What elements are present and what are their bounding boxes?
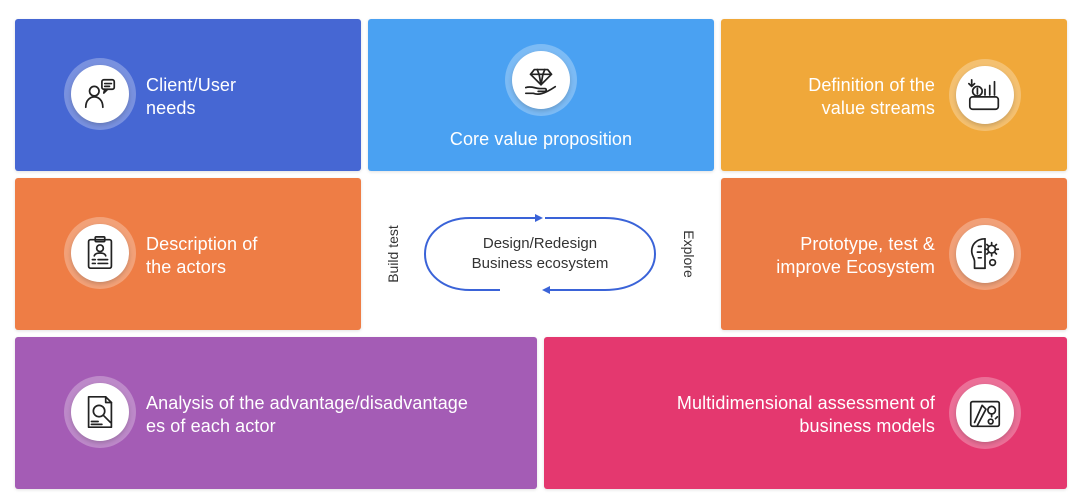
icon-badge	[64, 58, 136, 130]
tile-core-value-proposition: Core value proposition	[368, 19, 714, 171]
tile-label: Client/User needs	[146, 75, 237, 118]
tile-multidimensional-assessment: Multidimensional assessment of business …	[544, 337, 1067, 489]
build-test-label: Build test	[385, 225, 401, 283]
tile-label: Core value proposition	[449, 129, 633, 149]
explore-label: Explore	[681, 230, 697, 278]
document-magnifier-icon	[87, 395, 113, 429]
diamond-hand-icon	[524, 68, 557, 95]
icon-badge	[949, 59, 1021, 131]
tile-label: Multidimensional assessment of business …	[676, 393, 935, 436]
icon-badge	[949, 377, 1021, 449]
gear-head-icon	[970, 237, 1000, 270]
client-user-icon	[84, 78, 116, 109]
icon-badge	[64, 376, 136, 448]
tile-label: Description of the actors	[146, 234, 258, 277]
tile-prototype-test-improve: Prototype, test & improve Ecosystem	[721, 178, 1067, 330]
arrow-head-left	[542, 286, 550, 294]
clipboard-profile-icon	[87, 235, 113, 270]
cycle-arrows	[423, 214, 657, 294]
value-streams-icon	[967, 78, 1000, 111]
center-title: Design/Redesign Business ecosystem	[471, 235, 609, 272]
blueprint-tools-icon	[969, 400, 1001, 428]
tile-description-of-actors: Description of the actors	[15, 178, 361, 330]
tile-label: Prototype, test & improve Ecosystem	[776, 234, 935, 277]
arrow-head-right	[535, 214, 543, 222]
icon-badge	[64, 217, 136, 289]
icon-badge	[949, 218, 1021, 290]
tile-client-user-needs: Client/User needs	[15, 19, 361, 171]
tile-label: Analysis of the advantage/disadvantage e…	[146, 393, 469, 436]
tile-label: Definition of the value streams	[808, 75, 935, 118]
tile-definition-value-streams: Definition of the value streams	[721, 19, 1067, 171]
icon-badge	[505, 44, 577, 116]
tile-analysis-advantage-disadvantage: Analysis of the advantage/disadvantage e…	[15, 337, 537, 489]
